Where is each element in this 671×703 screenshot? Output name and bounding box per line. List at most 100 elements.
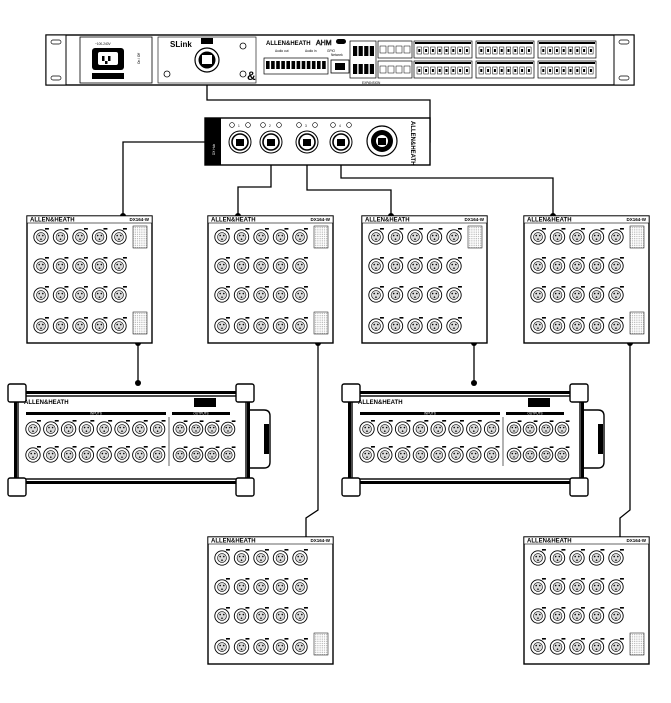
xlr-connector[interactable] <box>554 420 570 437</box>
xlr-connector[interactable] <box>132 446 148 463</box>
xlr-connector[interactable] <box>608 578 624 595</box>
xlr-connector[interactable] <box>253 549 269 566</box>
xlr-connector[interactable] <box>530 228 546 245</box>
xlr-connector[interactable] <box>52 317 69 334</box>
xlr-connector[interactable] <box>530 578 546 595</box>
xlr-connector[interactable] <box>114 420 130 437</box>
xlr-connector[interactable] <box>111 228 127 245</box>
xlr-connector[interactable] <box>549 607 566 624</box>
xlr-connector[interactable] <box>377 446 393 463</box>
xlr-connector[interactable] <box>292 286 308 303</box>
xlr-connector[interactable] <box>292 578 308 595</box>
xlr-connector[interactable] <box>569 286 585 303</box>
xlr-connector[interactable] <box>43 420 59 437</box>
xlr-connector[interactable] <box>272 638 289 655</box>
xlr-connector[interactable] <box>25 446 41 463</box>
xlr-connector[interactable] <box>292 549 308 566</box>
xlr-connector[interactable] <box>608 638 624 655</box>
xlr-connector[interactable] <box>530 286 546 303</box>
xlr-connector[interactable] <box>204 446 220 463</box>
xlr-connector[interactable] <box>111 257 127 274</box>
xlr-connector[interactable] <box>52 286 69 303</box>
xlr-connector[interactable] <box>522 446 538 463</box>
xlr-connector[interactable] <box>359 446 375 463</box>
xlr-connector[interactable] <box>233 228 250 245</box>
xlr-connector[interactable] <box>172 420 188 437</box>
xlr-connector[interactable] <box>91 257 108 274</box>
xlr-connector[interactable] <box>530 607 546 624</box>
xlr-connector[interactable] <box>569 228 585 245</box>
xlr-connector[interactable] <box>446 257 462 274</box>
xlr-connector[interactable] <box>588 286 605 303</box>
xlr-connector[interactable] <box>530 549 546 566</box>
xlr-connector[interactable] <box>359 420 375 437</box>
xlr-connector[interactable] <box>588 228 605 245</box>
xlr-connector[interactable] <box>214 228 230 245</box>
xlr-connector[interactable] <box>426 317 443 334</box>
xlr-connector[interactable] <box>608 228 624 245</box>
xlr-connector[interactable] <box>52 228 69 245</box>
xlr-connector[interactable] <box>132 420 148 437</box>
xlr-connector[interactable] <box>588 317 605 334</box>
xlr-connector[interactable] <box>483 446 500 463</box>
xlr-connector[interactable] <box>149 420 166 437</box>
xlr-connector[interactable] <box>214 286 230 303</box>
xlr-connector[interactable] <box>233 286 250 303</box>
xlr-connector[interactable] <box>272 607 289 624</box>
xlr-connector[interactable] <box>448 420 464 437</box>
xlr-connector[interactable] <box>91 317 108 334</box>
xlr-connector[interactable] <box>538 446 554 463</box>
xlr-connector[interactable] <box>554 446 570 463</box>
xlr-connector[interactable] <box>253 607 269 624</box>
xlr-connector[interactable] <box>96 420 113 437</box>
xlr-connector[interactable] <box>426 286 443 303</box>
xlr-connector[interactable] <box>214 317 230 334</box>
xlr-connector[interactable] <box>407 317 423 334</box>
xlr-connector[interactable] <box>172 446 188 463</box>
xlr-connector[interactable] <box>72 257 88 274</box>
xlr-connector[interactable] <box>368 317 384 334</box>
xlr-connector[interactable] <box>588 549 605 566</box>
xlr-connector[interactable] <box>292 607 308 624</box>
xlr-connector[interactable] <box>368 228 384 245</box>
xlr-connector[interactable] <box>220 420 236 437</box>
xlr-connector[interactable] <box>96 446 113 463</box>
xlr-connector[interactable] <box>253 286 269 303</box>
xlr-connector[interactable] <box>387 257 404 274</box>
xlr-connector[interactable] <box>292 317 308 334</box>
xlr-connector[interactable] <box>446 286 462 303</box>
xlr-connector[interactable] <box>91 286 108 303</box>
xlr-connector[interactable] <box>272 228 289 245</box>
xlr-connector[interactable] <box>530 638 546 655</box>
xlr-connector[interactable] <box>272 578 289 595</box>
xlr-connector[interactable] <box>608 257 624 274</box>
xlr-connector[interactable] <box>52 257 69 274</box>
xlr-connector[interactable] <box>253 228 269 245</box>
xlr-connector[interactable] <box>608 286 624 303</box>
xlr-connector[interactable] <box>569 317 585 334</box>
xlr-connector[interactable] <box>33 317 49 334</box>
xlr-connector[interactable] <box>292 638 308 655</box>
xlr-connector[interactable] <box>483 420 500 437</box>
xlr-connector[interactable] <box>72 286 88 303</box>
xlr-connector[interactable] <box>33 257 49 274</box>
xlr-connector[interactable] <box>253 317 269 334</box>
xlr-connector[interactable] <box>368 286 384 303</box>
xlr-connector[interactable] <box>466 420 482 437</box>
xlr-connector[interactable] <box>569 257 585 274</box>
xlr-connector[interactable] <box>220 446 236 463</box>
xlr-connector[interactable] <box>233 549 250 566</box>
xlr-connector[interactable] <box>72 317 88 334</box>
xlr-connector[interactable] <box>60 420 77 437</box>
xlr-connector[interactable] <box>33 286 49 303</box>
xlr-connector[interactable] <box>448 446 464 463</box>
xlr-connector[interactable] <box>549 578 566 595</box>
xlr-connector[interactable] <box>188 446 204 463</box>
xlr-connector[interactable] <box>549 257 566 274</box>
xlr-connector[interactable] <box>426 257 443 274</box>
xlr-connector[interactable] <box>446 228 462 245</box>
xlr-connector[interactable] <box>466 446 482 463</box>
xlr-connector[interactable] <box>233 638 250 655</box>
xlr-connector[interactable] <box>446 317 462 334</box>
xlr-connector[interactable] <box>426 228 443 245</box>
